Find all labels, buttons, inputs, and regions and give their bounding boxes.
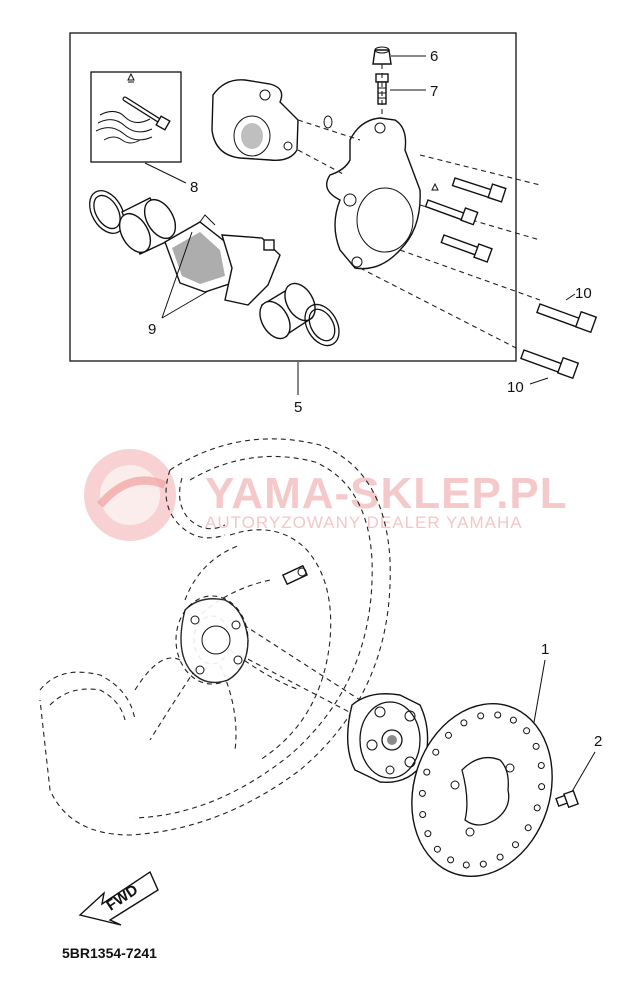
disc-vent-holes (418, 711, 546, 869)
disc-vent-hole (509, 716, 517, 724)
disc-vent-hole (432, 748, 440, 756)
brake-pad (164, 214, 236, 293)
callout-10-lower: 10 (507, 379, 524, 396)
disc-vent-hole (447, 856, 455, 864)
caliper-bolt (424, 199, 479, 226)
disc-hub-adapter (346, 693, 429, 784)
disc-vent-hole (537, 762, 545, 769)
callout-9: 9 (148, 321, 156, 338)
disc-vent-hole (532, 742, 540, 750)
piston-seal-right (304, 303, 340, 347)
watermark-logo-icon (84, 449, 176, 541)
caliper-body (326, 117, 421, 270)
callout-5: 5 (294, 399, 302, 416)
disc-vent-hole (445, 731, 452, 739)
wheel-outline (39, 438, 391, 836)
assembly-frame (69, 32, 517, 362)
disc-vent-hole (424, 830, 432, 838)
disc-vent-hole (419, 811, 427, 818)
disc-vent-hole (477, 712, 485, 720)
brake-disc (411, 703, 553, 877)
callout-leaders (144, 55, 596, 796)
watermark-title: YAMA-SKLEP.PL (205, 469, 568, 518)
seal-kit-box (90, 71, 182, 163)
bleed-cap (372, 46, 392, 65)
disc-vent-hole (538, 783, 546, 791)
disc-vent-hole (512, 841, 519, 849)
disc-vent-hole (462, 861, 470, 869)
callout-1: 1 (541, 641, 549, 658)
disc-vent-hole (523, 727, 531, 735)
valve-stem (281, 564, 309, 586)
bleed-screw (375, 73, 389, 105)
callout-2: 2 (594, 733, 602, 750)
disc-vent-hole (423, 768, 431, 776)
piston-right (259, 282, 316, 340)
disc-vent-hole (433, 845, 441, 853)
brake-pad (221, 234, 281, 306)
disc-vent-hole (496, 853, 504, 861)
mounting-bolt (520, 349, 580, 380)
disc-vent-hole (494, 711, 502, 719)
disc-vent-hole (479, 860, 487, 868)
caliper-bolt (440, 234, 493, 263)
piston-seal-left (89, 190, 125, 234)
oring-small (323, 115, 333, 129)
callout-8: 8 (190, 179, 198, 196)
disc-vent-hole (533, 804, 541, 812)
diagram-code: 5BR1354-7241 (62, 945, 157, 961)
disc-vent-hole (524, 824, 532, 832)
watermark-subtitle: AUTORYZOWANY DEALER YAMAHA (205, 513, 523, 532)
disc-vent-hole (460, 719, 468, 727)
mounting-bolt (536, 303, 598, 334)
caliper-bolt (431, 177, 507, 203)
disc-vent-hole (418, 789, 426, 797)
seal-kit-icon (95, 72, 171, 144)
forward-direction-arrow-icon: FWD (78, 870, 159, 926)
callout-6: 6 (430, 48, 438, 65)
watermark: YAMA-SKLEP.PL AUTORYZOWANY DEALER YAMAHA (84, 449, 568, 541)
caliper-assembly (69, 32, 541, 362)
piston-left (118, 197, 177, 255)
callout-10-upper: 10 (575, 285, 592, 302)
callout-7: 7 (430, 83, 438, 100)
caliper-housing (211, 79, 299, 161)
hub-brake-mount (180, 598, 249, 684)
disc-bolt (555, 789, 579, 809)
